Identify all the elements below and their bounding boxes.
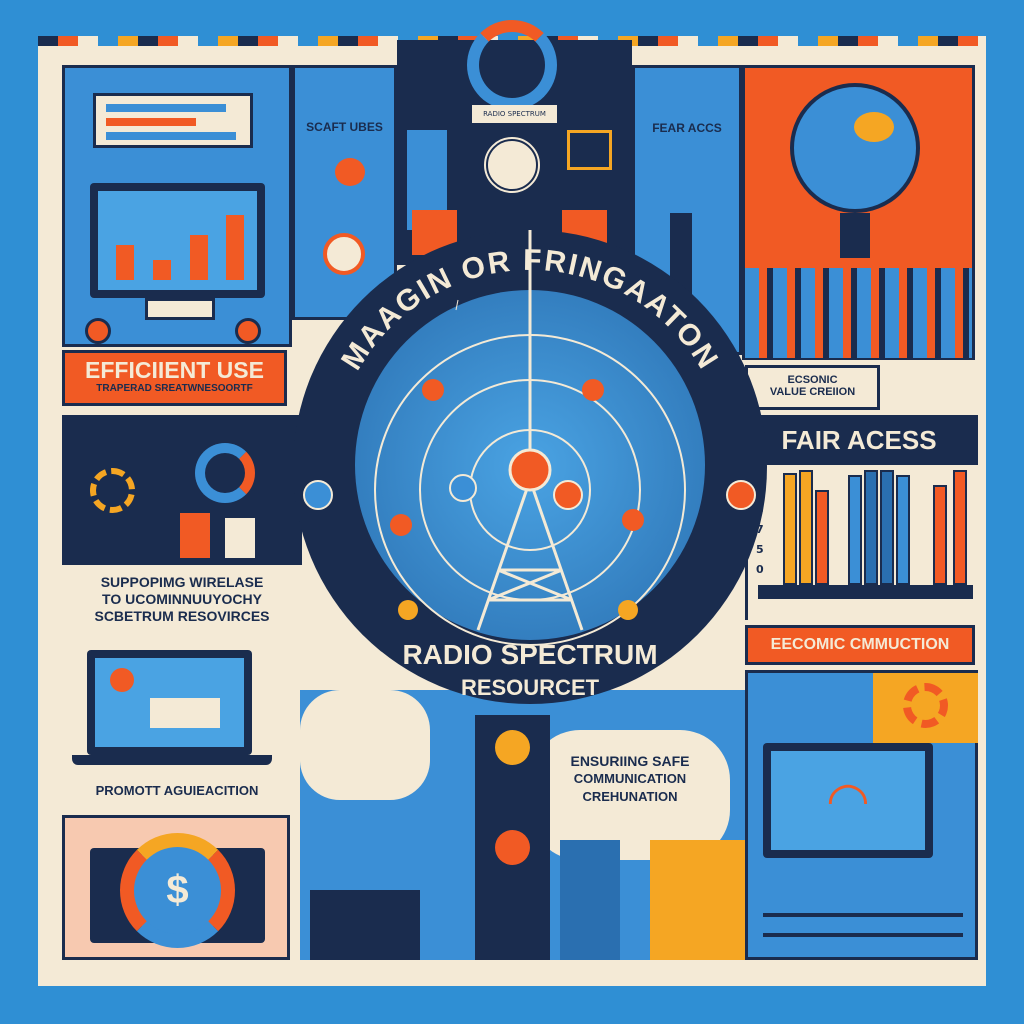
node-icon bbox=[622, 509, 644, 531]
laptop-icon bbox=[87, 650, 252, 755]
node-icon bbox=[553, 480, 583, 510]
laptop-panel: PROMOTT AGUIEACITION bbox=[62, 640, 292, 810]
monitor-icon bbox=[90, 183, 265, 298]
building-icon bbox=[560, 840, 620, 960]
monitor-icon: ◠ bbox=[763, 743, 933, 858]
top-center-panel: RADIO SPECTRUM bbox=[397, 20, 632, 265]
target-icon bbox=[467, 20, 557, 110]
node-icon bbox=[390, 514, 412, 536]
monitor-stand bbox=[145, 298, 215, 320]
alert-icon bbox=[235, 318, 261, 344]
bulb-base bbox=[840, 213, 870, 258]
fair-access-title: FAIR ACESS bbox=[781, 425, 937, 455]
economic-banner-text: EECOMIC CMMUCTION bbox=[770, 636, 950, 653]
value-creation-card: ECSONIC VALUE CREIION bbox=[745, 365, 880, 410]
gear-icon bbox=[90, 468, 135, 513]
dollar-icon bbox=[85, 318, 111, 344]
gears-panel bbox=[62, 415, 302, 565]
ensuring-line-2: COMMUNICATION bbox=[573, 771, 687, 786]
building-icon bbox=[310, 890, 420, 960]
supporting-line-2: TO UCOMINNUUYOCHY bbox=[102, 591, 262, 607]
promote-label: PROMOTT AGUIEACITION bbox=[95, 783, 259, 798]
cloud-icon bbox=[300, 690, 430, 800]
heart-icon bbox=[335, 158, 365, 186]
value-line-1: ECSONIC bbox=[787, 374, 838, 386]
dollar-icon bbox=[323, 233, 365, 275]
supporting-line-1: SUPPOPIMG WIRELASE bbox=[100, 574, 264, 590]
node-icon bbox=[422, 379, 444, 401]
ribbon-banner: RADIO SPECTRUM bbox=[472, 105, 557, 123]
node-icon bbox=[582, 379, 604, 401]
economic-banner: EECOMIC CMMUCTION bbox=[745, 625, 975, 665]
center-subtitle: RESOURCET bbox=[460, 675, 600, 700]
slider-lines bbox=[763, 933, 963, 937]
arc-title-svg: MAAGIN OR FRINGAATON bbox=[303, 230, 756, 646]
bar-legend-card bbox=[93, 93, 253, 148]
supporting-wireless-card: SUPPOPIMG WIRELASE TO UCOMINNUUYOCHY SCB… bbox=[62, 570, 302, 632]
chart-tick: 7 bbox=[756, 523, 764, 536]
globe-icon bbox=[303, 480, 333, 510]
person-icon bbox=[180, 513, 210, 558]
signal-icon bbox=[195, 443, 255, 503]
efficient-use-subtitle: TRAPERAD SREATWNESOORTF bbox=[96, 383, 253, 394]
node-icon bbox=[449, 474, 477, 502]
node-icon bbox=[726, 480, 756, 510]
ensuring-cloud: ENSURIING SAFE COMMUNICATION CREHUNATION bbox=[530, 730, 730, 860]
scaft-label: SCAFT UBES bbox=[306, 120, 383, 134]
person-icon bbox=[225, 518, 255, 558]
supporting-line-3: SCBETRUM RESOVIRCES bbox=[94, 608, 270, 624]
cycle-arrows-icon: $ bbox=[120, 833, 235, 948]
node-icon bbox=[398, 600, 418, 620]
bottom-city-panel: ENSURIING SAFE COMMUNICATION CREHUNATION bbox=[300, 690, 745, 960]
chart-tick: 5 bbox=[756, 543, 764, 556]
cell-tower-icon bbox=[475, 715, 550, 960]
radio-tower-icon bbox=[476, 230, 584, 631]
fear-access-label: FEAR ACCS bbox=[652, 121, 722, 135]
center-title: RADIO SPECTRUM bbox=[402, 639, 658, 670]
globe-lightbulb-icon bbox=[790, 83, 920, 213]
beacon-panel bbox=[650, 840, 745, 960]
wifi-monitor-panel: ◠ bbox=[745, 670, 978, 960]
tower-beacon-icon bbox=[508, 448, 552, 492]
ensuring-line-1: ENSURIING SAFE bbox=[570, 753, 690, 769]
gear-icon bbox=[903, 683, 948, 728]
value-line-2: VALUE CREIION bbox=[769, 386, 856, 398]
efficient-use-panel bbox=[62, 65, 292, 347]
chart-axis-bar bbox=[758, 585, 973, 599]
chart-tick: 0 bbox=[756, 563, 764, 576]
fair-access-band: FAIR ACESS bbox=[740, 415, 978, 465]
dollar-icon: $ bbox=[166, 868, 189, 912]
efficient-use-title: EFFICIIENT USE bbox=[85, 357, 264, 383]
node-icon bbox=[618, 600, 638, 620]
building-icon bbox=[567, 130, 612, 170]
bars bbox=[773, 470, 973, 585]
city-bars bbox=[745, 268, 972, 358]
lightbulb-panel bbox=[742, 65, 975, 360]
ensuring-line-3: CREHUNATION bbox=[582, 789, 678, 804]
bar-chart-panel: 8 8 7 5 0 bbox=[745, 470, 975, 620]
wifi-icon: ◠ bbox=[771, 751, 925, 850]
antenna-signal-icon bbox=[482, 135, 542, 195]
efficient-use-banner: EFFICIIENT USE TRAPERAD SREATWNESOORTF bbox=[62, 350, 287, 406]
economic-cycle-panel: $ bbox=[62, 815, 290, 960]
